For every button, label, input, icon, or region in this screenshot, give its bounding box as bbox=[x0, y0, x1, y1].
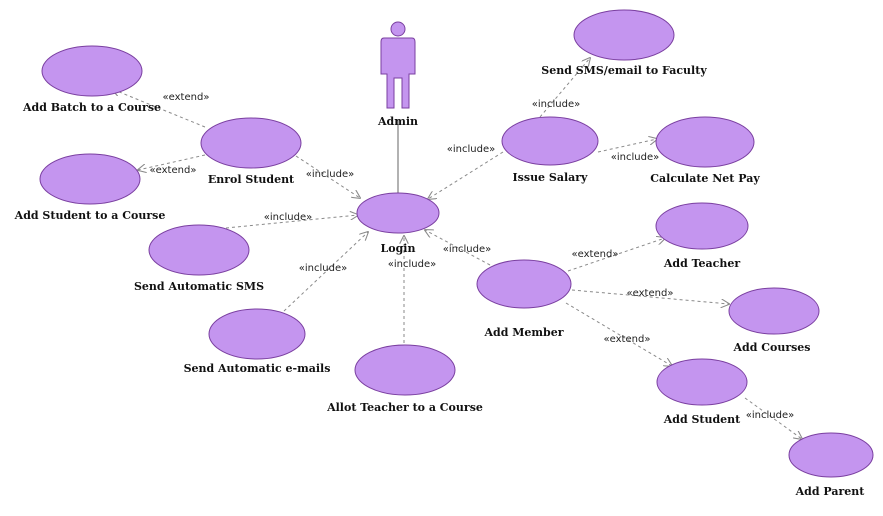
relationship-edge-issue-salary-to-calc-net-pay bbox=[597, 139, 657, 153]
use-case-label: Send Automatic SMS bbox=[134, 280, 264, 293]
relationship-label-add-member-to-add-teacher: «extend» bbox=[572, 249, 619, 260]
relationship-edge-add-member-to-add-teacher bbox=[567, 238, 665, 272]
use-case-add-teacher[interactable]: Add Teacher bbox=[655, 202, 749, 270]
use-case-label: Add Student to a Course bbox=[14, 209, 166, 222]
relationship-label-add-member-to-login: «include» bbox=[443, 244, 491, 255]
use-case-send-sms-faculty[interactable]: Send SMS/email to Faculty bbox=[541, 9, 707, 77]
use-cases: Add Batch to a Course Enrol Student Add … bbox=[14, 9, 874, 498]
relationship-edge-issue-salary-to-send-sms-faculty bbox=[539, 58, 590, 118]
relationship-edge-add-member-to-add-student bbox=[565, 302, 672, 366]
relationship-edges bbox=[112, 58, 802, 439]
relationship-label-issue-salary-to-calc-net-pay: «include» bbox=[611, 152, 659, 163]
use-case-label: Enrol Student bbox=[208, 173, 295, 186]
relationship-label-add-member-to-add-student: «extend» bbox=[604, 334, 651, 345]
relationship-edge-enrol-student-to-add-batch bbox=[112, 89, 206, 128]
use-case-label: Login bbox=[381, 242, 416, 255]
use-case-add-member[interactable]: Add Member bbox=[476, 259, 572, 339]
relationship-edge-add-member-to-login bbox=[425, 230, 491, 266]
actor-admin: Admin bbox=[377, 21, 418, 193]
relationship-label-issue-salary-to-login: «include» bbox=[447, 144, 495, 155]
relationship-edge-add-member-to-add-courses bbox=[571, 289, 729, 304]
use-case-enrol-student[interactable]: Enrol Student bbox=[200, 117, 302, 186]
relationship-label-enrol-student-to-login: «include» bbox=[306, 169, 354, 180]
relationship-label-add-student-to-add-parent: «include» bbox=[746, 410, 794, 421]
relationship-label-send-auto-sms-to-login: «include» bbox=[264, 212, 312, 223]
use-case-allot-teacher[interactable]: Allot Teacher to a Course bbox=[326, 344, 483, 414]
use-case-calc-net-pay[interactable]: Calculate Net Pay bbox=[650, 116, 760, 185]
use-case-label: Add Member bbox=[483, 326, 563, 339]
actor-label: Admin bbox=[377, 115, 418, 128]
use-case-add-parent[interactable]: Add Parent bbox=[788, 432, 874, 498]
use-case-label: Add Batch to a Course bbox=[22, 101, 161, 114]
use-case-label: Calculate Net Pay bbox=[650, 172, 760, 185]
use-case-login[interactable]: Login bbox=[356, 192, 440, 255]
actor-head bbox=[390, 21, 406, 37]
use-case-add-courses[interactable]: Add Courses bbox=[728, 287, 820, 354]
relationship-edge-send-auto-sms-to-login bbox=[225, 215, 358, 229]
use-case-add-student[interactable]: Add Student bbox=[656, 358, 748, 426]
use-case-label: Add Courses bbox=[732, 341, 810, 354]
use-case-send-auto-sms[interactable]: Send Automatic SMS bbox=[134, 224, 264, 293]
relationship-edge-issue-salary-to-login bbox=[428, 151, 504, 199]
use-case-send-auto-emails[interactable]: Send Automatic e-mails bbox=[184, 308, 331, 375]
use-case-add-batch[interactable]: Add Batch to a Course bbox=[22, 45, 161, 114]
relationship-label-enrol-student-to-add-student-course: «extend» bbox=[150, 165, 197, 176]
use-case-label: Add Parent bbox=[795, 485, 866, 498]
actor-body bbox=[380, 37, 416, 109]
use-case-label: Allot Teacher to a Course bbox=[326, 401, 483, 414]
use-case-label: Add Student bbox=[663, 413, 741, 426]
relationship-edge-enrol-student-to-login bbox=[295, 155, 360, 198]
relationship-label-enrol-student-to-add-batch: «extend» bbox=[163, 92, 210, 103]
relationship-label-allot-teacher-to-login: «include» bbox=[388, 259, 436, 270]
use-case-label: Send SMS/email to Faculty bbox=[541, 64, 707, 77]
use-case-add-student-course[interactable]: Add Student to a Course bbox=[14, 153, 166, 222]
relationship-labels: «extend» «extend» «include» «include» «inclu… bbox=[150, 92, 795, 421]
use-case-label: Add Teacher bbox=[663, 257, 740, 270]
relationship-label-issue-salary-to-send-sms-faculty: «include» bbox=[532, 99, 580, 110]
relationship-label-send-auto-emails-to-login: «include» bbox=[299, 263, 347, 274]
use-case-label: Issue Salary bbox=[513, 171, 589, 184]
use-case-label: Send Automatic e-mails bbox=[184, 362, 331, 375]
use-case-issue-salary[interactable]: Issue Salary bbox=[501, 116, 599, 184]
relationship-edge-send-auto-emails-to-login bbox=[283, 232, 368, 312]
relationship-label-add-member-to-add-courses: «extend» bbox=[627, 288, 674, 299]
